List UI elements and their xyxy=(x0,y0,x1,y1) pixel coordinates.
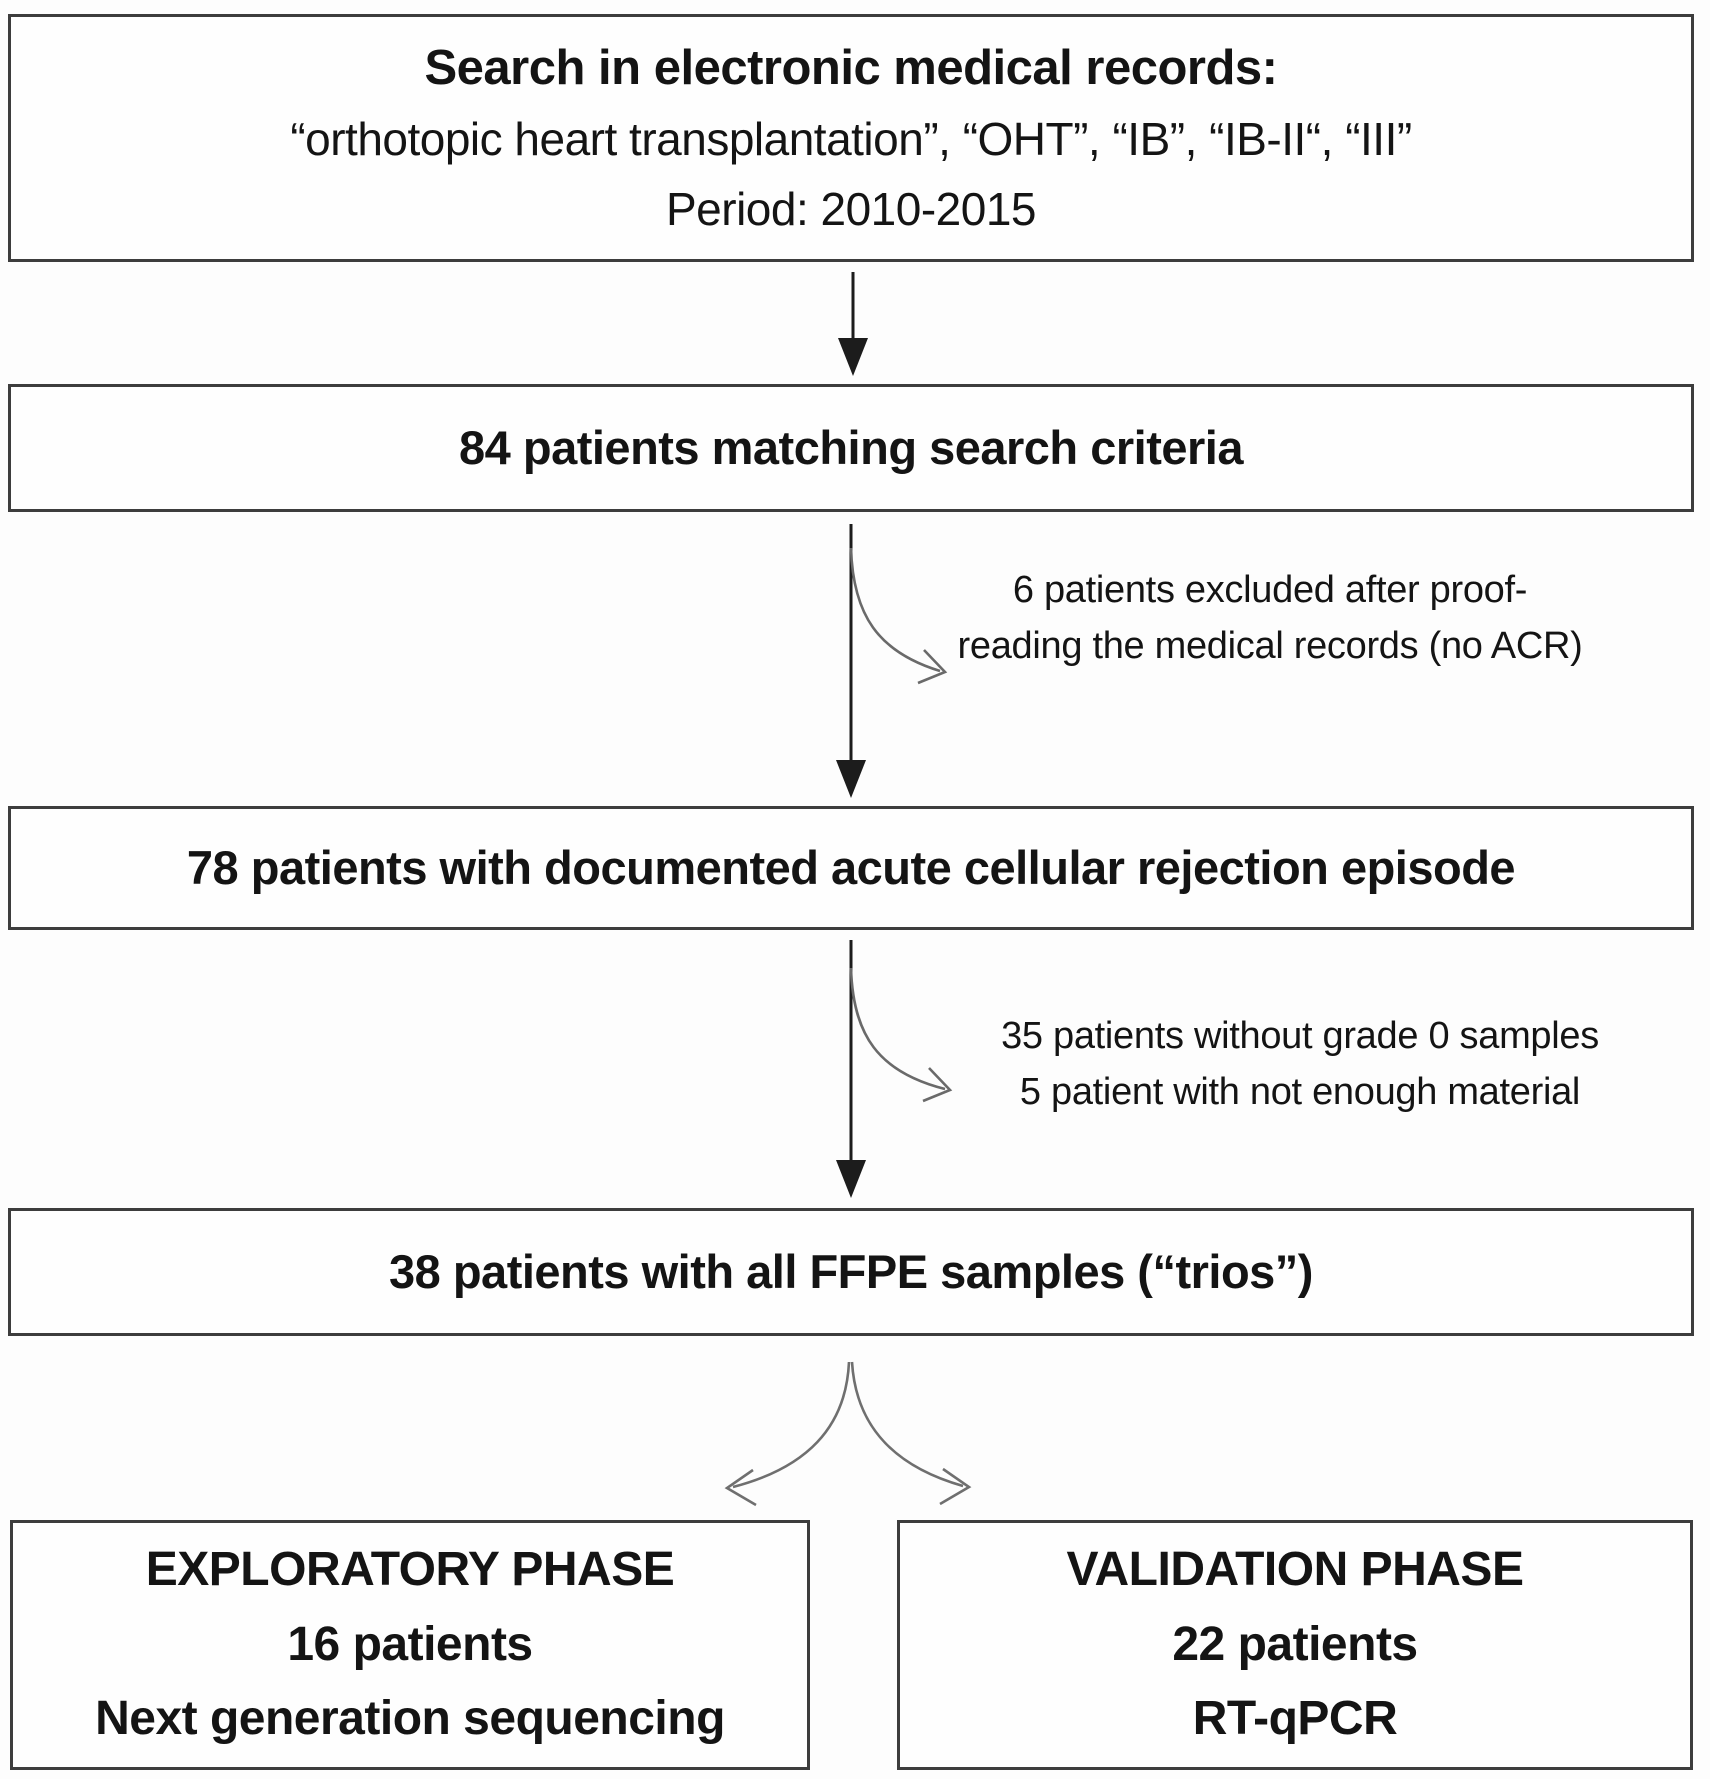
exclusion-note-line: 5 patient with not enough material xyxy=(1019,1071,1581,1114)
exploratory-patients: 16 patients xyxy=(287,1617,533,1671)
exclusion-note-35-5-patients: 35 patients without grade 0 samples 5 pa… xyxy=(930,1008,1670,1120)
trios-label: 38 patients with all FFPE samples (“trio… xyxy=(389,1244,1313,1298)
box-78-patients: 78 patients with documented acute cellul… xyxy=(8,806,1694,930)
arrow-acr-to-trios xyxy=(836,940,866,1198)
arrow-search-to-matching xyxy=(838,272,868,376)
search-keywords: “orthotopic heart transplantation”, “OHT… xyxy=(290,113,1412,165)
validation-title: VALIDATION PHASE xyxy=(1066,1542,1524,1596)
exploratory-title: EXPLORATORY PHASE xyxy=(145,1542,675,1596)
validation-patients: 22 patients xyxy=(1172,1617,1418,1671)
box-38-patients: 38 patients with all FFPE samples (“trio… xyxy=(8,1208,1694,1336)
box-84-patients: 84 patients matching search criteria xyxy=(8,384,1694,512)
exclusion-note-6-patients: 6 patients excluded after proof- reading… xyxy=(900,562,1640,674)
exclusion-note-line: 35 patients without grade 0 samples xyxy=(1001,1015,1599,1057)
split-arrow-exploratory xyxy=(724,1361,851,1507)
validation-method: RT-qPCR xyxy=(1192,1692,1398,1746)
search-period: Period: 2010-2015 xyxy=(665,183,1037,235)
box-exploratory-phase: EXPLORATORY PHASE 16 patients Next gener… xyxy=(10,1520,810,1770)
exclusion-note-line: reading the medical records (no ACR) xyxy=(957,625,1583,668)
search-title: Search in electronic medical records: xyxy=(424,41,1278,95)
acr-label: 78 patients with documented acute cellul… xyxy=(186,840,1516,894)
exploratory-method: Next generation sequencing xyxy=(95,1692,725,1746)
box-search-criteria: Search in electronic medical records: “o… xyxy=(8,14,1694,262)
matching-label: 84 patients matching search criteria xyxy=(459,420,1243,474)
exclusion-note-line: 6 patients excluded after proof- xyxy=(1012,569,1528,611)
box-validation-phase: VALIDATION PHASE 22 patients RT-qPCR xyxy=(897,1520,1693,1770)
split-arrow-validation xyxy=(850,1361,972,1506)
arrow-matching-to-acr xyxy=(836,524,866,798)
